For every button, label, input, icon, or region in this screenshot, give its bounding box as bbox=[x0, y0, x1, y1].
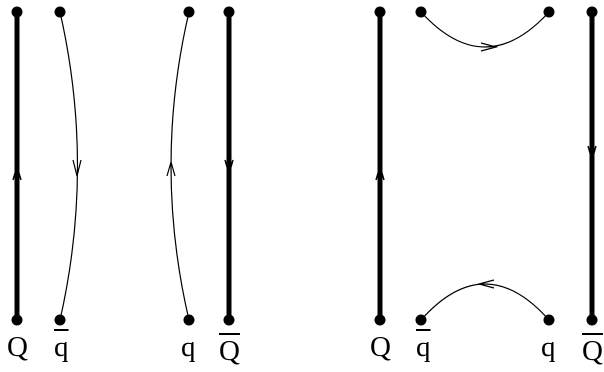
label-Q-right: Q bbox=[370, 331, 391, 363]
vertex-dot bbox=[374, 314, 386, 326]
light-arc-top bbox=[420, 11, 550, 48]
vertex-dot bbox=[374, 6, 386, 18]
label-Qbar-left: Q bbox=[219, 335, 240, 367]
vertex-dot bbox=[54, 314, 66, 326]
label-qbar-left: q bbox=[54, 331, 69, 363]
arrow-down-icon bbox=[72, 159, 82, 177]
vertex-dot bbox=[54, 6, 66, 18]
vertex-dot bbox=[543, 314, 555, 326]
label-Qbar-right: Q bbox=[582, 335, 603, 367]
right-panel bbox=[374, 6, 598, 326]
vertex-dot bbox=[11, 6, 23, 18]
arrow-down-icon bbox=[587, 145, 597, 163]
label-q-right: q bbox=[541, 331, 556, 363]
vertex-dot bbox=[415, 6, 427, 18]
arrow-down-icon bbox=[224, 159, 234, 177]
arrow-left-icon bbox=[476, 279, 495, 289]
arrow-up-icon bbox=[12, 163, 22, 181]
light-line-q-left bbox=[170, 11, 190, 321]
label-q-left: q bbox=[181, 331, 196, 363]
vertex-dot bbox=[586, 6, 598, 18]
arrow-up-icon bbox=[375, 163, 385, 181]
light-arc-bottom bbox=[420, 283, 550, 321]
arrow-right-icon bbox=[480, 42, 499, 52]
vertex-dot bbox=[223, 6, 235, 18]
label-qbar-right: q bbox=[416, 331, 431, 363]
vertex-dot bbox=[183, 6, 195, 18]
light-line-qbar-left bbox=[59, 11, 79, 321]
vertex-dot bbox=[183, 314, 195, 326]
arrow-up-icon bbox=[166, 159, 176, 177]
vertex-dot bbox=[415, 314, 427, 326]
vertex-dot bbox=[543, 6, 555, 18]
vertex-dot bbox=[223, 314, 235, 326]
left-panel bbox=[11, 6, 235, 326]
vertex-dot bbox=[11, 314, 23, 326]
vertex-dot bbox=[586, 314, 598, 326]
label-Q-left: Q bbox=[7, 331, 28, 363]
